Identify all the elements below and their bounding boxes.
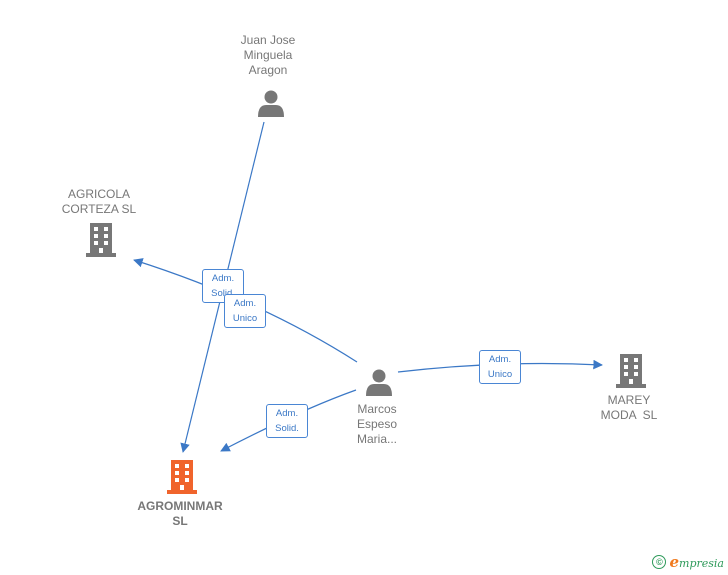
brand-footer: © empresia [652, 553, 724, 571]
person-icon[interactable] [364, 367, 394, 397]
copyright-icon: © [652, 555, 667, 569]
node-label-agrominmar[interactable]: AGROMINMAR SL [137, 499, 223, 528]
node-label-marcos[interactable]: Marcos Espeso Maria... [356, 402, 398, 446]
person-icon[interactable] [256, 88, 286, 118]
building-focus-icon[interactable] [166, 459, 198, 494]
brand-logo[interactable]: empresia [669, 553, 724, 571]
node-label-juan[interactable]: Juan Jose Minguela Aragon [240, 33, 296, 77]
building-icon[interactable] [615, 353, 647, 388]
edge-label-adm-unico[interactable]: Adm. Unico [224, 294, 266, 328]
edge-label-adm-unico[interactable]: Adm. Unico [479, 350, 521, 384]
building-icon[interactable] [85, 222, 117, 257]
node-label-agricola[interactable]: AGRICOLA CORTEZA SL [61, 187, 137, 216]
edge-label-adm-solid[interactable]: Adm. Solid. [266, 404, 308, 438]
node-label-marey[interactable]: MAREY MODA SL [600, 393, 658, 422]
